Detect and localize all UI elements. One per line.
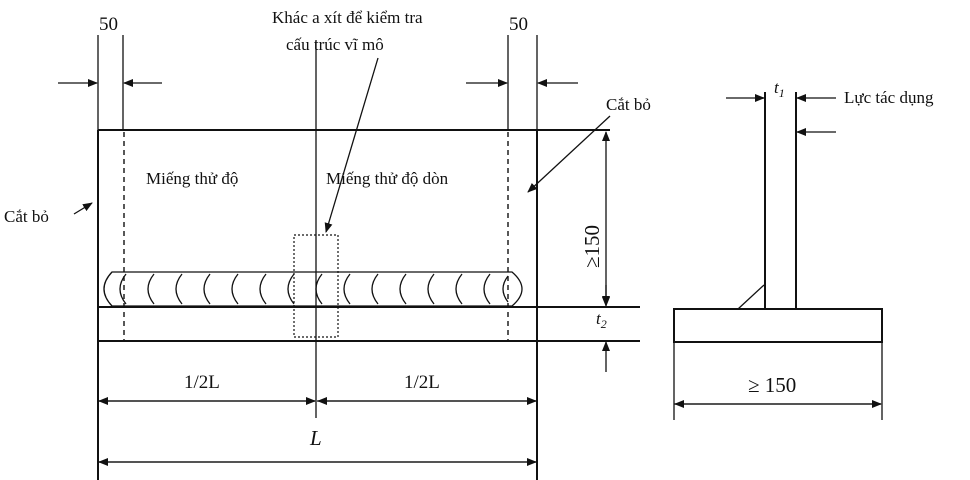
half-L-left-label: 1/2L — [184, 372, 220, 393]
macro-note-line1: Khác a xít để kiểm tra — [272, 8, 423, 27]
cut-off-left-label: Cắt bỏ — [4, 207, 49, 226]
macro-section-box — [293, 234, 339, 338]
cut-off-right-label: Cắt bỏ — [606, 95, 651, 114]
cut-off-right-leader — [527, 115, 611, 193]
cut-off-left-leader — [73, 202, 93, 215]
t-joint-section — [673, 92, 883, 420]
dim-label-right-50: 50 — [509, 14, 528, 35]
weld-bead — [103, 271, 523, 307]
macro-note-leader — [324, 57, 379, 233]
brittleness-specimen-label: Miếng thử độ dòn — [326, 169, 449, 188]
t1-label: t1 — [774, 78, 785, 100]
ductility-specimen-label: Miếng thử độ — [146, 169, 238, 188]
height-min-label: ≥150 — [580, 225, 604, 268]
t2-label: t2 — [596, 309, 607, 331]
bottom-dimensions — [98, 397, 537, 466]
macro-note-line2: cấu trúc vĩ mô — [286, 35, 384, 54]
extension-lines — [97, 35, 538, 418]
base-width-min-label: ≥ 150 — [748, 373, 796, 397]
total-L-label: L — [309, 426, 322, 450]
dim-label-left-50: 50 — [99, 14, 118, 35]
half-L-right-label: 1/2L — [404, 372, 440, 393]
applied-force-label: Lực tác dụng — [844, 88, 934, 107]
